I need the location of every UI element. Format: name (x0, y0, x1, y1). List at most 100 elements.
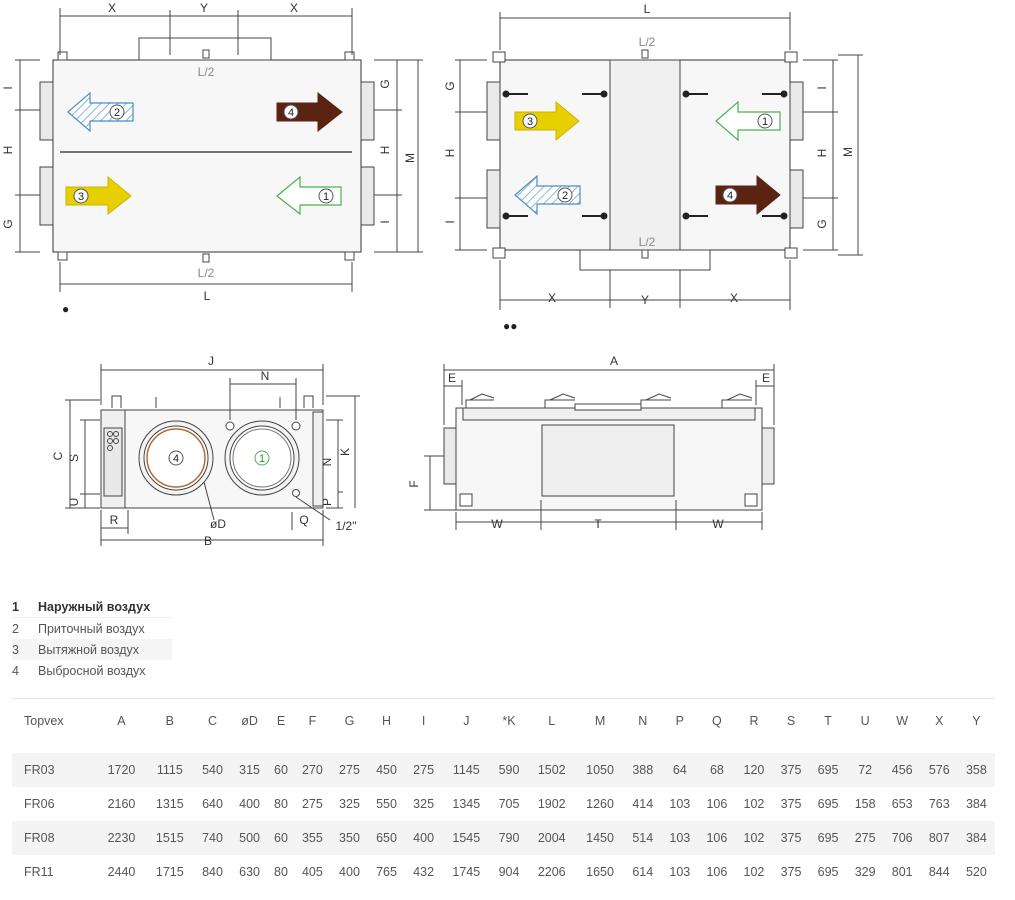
table-cell: 540 (193, 743, 232, 787)
legend-label: Наружный воздух (38, 599, 151, 614)
dim-r: R (110, 513, 119, 527)
table-cell: 388 (624, 743, 662, 787)
table-cell: 904 (498, 865, 520, 879)
table-cell: 106 (706, 865, 728, 879)
table-cell: 695 (817, 865, 839, 879)
table-header-cell: Topvex (24, 714, 64, 728)
table-cell: 1145 (442, 743, 491, 787)
table-cell: 1545 (442, 821, 491, 855)
table-cell: 2440 (107, 865, 136, 879)
legend-num: 2 (12, 621, 19, 636)
dim-x-left-v1: X (108, 1, 116, 15)
table-header-cell: E (276, 714, 286, 728)
legend-label: Выбросной воздух (38, 663, 146, 678)
legend-label: Вытяжной воздух (38, 642, 140, 657)
table-cell: 653 (891, 797, 913, 811)
table-cell: 650 (368, 821, 406, 855)
table-header-cell: U (860, 714, 870, 728)
table-header-cell: G (344, 714, 355, 728)
table-header-cell: R (749, 714, 759, 728)
table-cell: 514 (624, 821, 662, 855)
legend-num: 1 (12, 599, 19, 614)
dim-n-top: N (261, 369, 270, 383)
table-cell: 1450 (575, 821, 625, 855)
legend: 1 Наружный воздух 2 Приточный воздух 3 В… (12, 596, 172, 681)
table-cell: 329 (854, 865, 876, 879)
port-2-label-v1: 2 (114, 107, 120, 119)
dim-i-left-top-v1: I (1, 86, 15, 89)
table-cell: 375 (780, 797, 802, 811)
dim-e-right: E (762, 371, 770, 385)
dim-x-right-v1: X (290, 1, 298, 15)
table-header-cell: N (638, 714, 648, 728)
table-cell: FR08 (12, 821, 98, 855)
table-cell: 763 (928, 797, 950, 811)
table-cell: 80 (274, 865, 288, 879)
dim-l2-top-v2: L/2 (639, 35, 656, 49)
table-cell: 1315 (155, 797, 184, 811)
table-cell: 80 (274, 797, 288, 811)
port-1-label-v2: 1 (762, 116, 768, 128)
table-cell: 1715 (155, 865, 184, 879)
table-cell: 695 (809, 743, 847, 787)
dim-s: S (67, 454, 81, 462)
table-cell: 1502 (527, 743, 576, 787)
dim-g-right-v1: G (378, 79, 392, 88)
table-cell: 500 (231, 821, 269, 855)
table-cell: 2004 (527, 821, 576, 855)
table-cell: 614 (632, 865, 654, 879)
dim-q: Q (299, 513, 308, 527)
table-cell: 807 (920, 821, 958, 855)
legend-item-supply: 2 Приточный воздух (12, 618, 172, 639)
dim-p: P (320, 498, 334, 506)
table-cell: 120 (735, 743, 773, 787)
table-cell: 630 (239, 865, 260, 879)
table-cell: 400 (339, 865, 360, 879)
table-cell: 60 (268, 743, 294, 787)
variant-2-marker: ●● (503, 319, 518, 333)
table-header-cell: H (382, 714, 392, 728)
table-header-cell: W (896, 714, 909, 728)
table-header-cell: Q (712, 714, 722, 728)
table-cell: 358 (957, 743, 995, 787)
table-cell: 158 (854, 797, 876, 811)
table-cell: 68 (698, 743, 736, 787)
table-cell: 103 (669, 797, 691, 811)
dim-d: øD (210, 517, 226, 531)
table-cell: 106 (706, 797, 728, 811)
table-header-cell: S (786, 714, 796, 728)
table-cell: 844 (928, 865, 950, 879)
table-header-cell: T (824, 714, 832, 728)
table-header-cell: C (208, 714, 218, 728)
table-cell: 1050 (575, 743, 625, 787)
table-cell: 384 (957, 821, 995, 855)
table-cell: 350 (330, 821, 369, 855)
table-cell: 520 (965, 865, 987, 879)
port-1-label-end: 1 (259, 453, 265, 465)
table-cell: 640 (202, 797, 223, 811)
dim-l2-top-v1: L/2 (198, 65, 215, 79)
table-header-cell: I (421, 714, 426, 728)
table-cell: 1260 (586, 797, 614, 811)
legend-item-outdoor: 1 Наружный воздух (12, 596, 172, 618)
table-header-cell: *K (502, 714, 516, 728)
table-cell: 315 (231, 743, 269, 787)
table-cell: 325 (413, 797, 435, 811)
table-cell: 695 (809, 821, 847, 855)
end-view (65, 364, 360, 546)
table-cell: 64 (661, 743, 699, 787)
table-cell: 576 (920, 743, 958, 787)
table-header-cell: A (117, 714, 126, 728)
table-cell: 2160 (107, 797, 136, 811)
table-cell: 1515 (145, 821, 194, 855)
dim-x-right-v2: X (730, 291, 738, 305)
dim-i-left-v2: I (443, 220, 457, 223)
dim-c: C (51, 451, 65, 460)
table-cell: 705 (498, 797, 520, 811)
table-header-cell: F (308, 714, 317, 728)
arrow-supply-v1 (67, 91, 134, 133)
table-cell: FR03 (12, 743, 98, 787)
